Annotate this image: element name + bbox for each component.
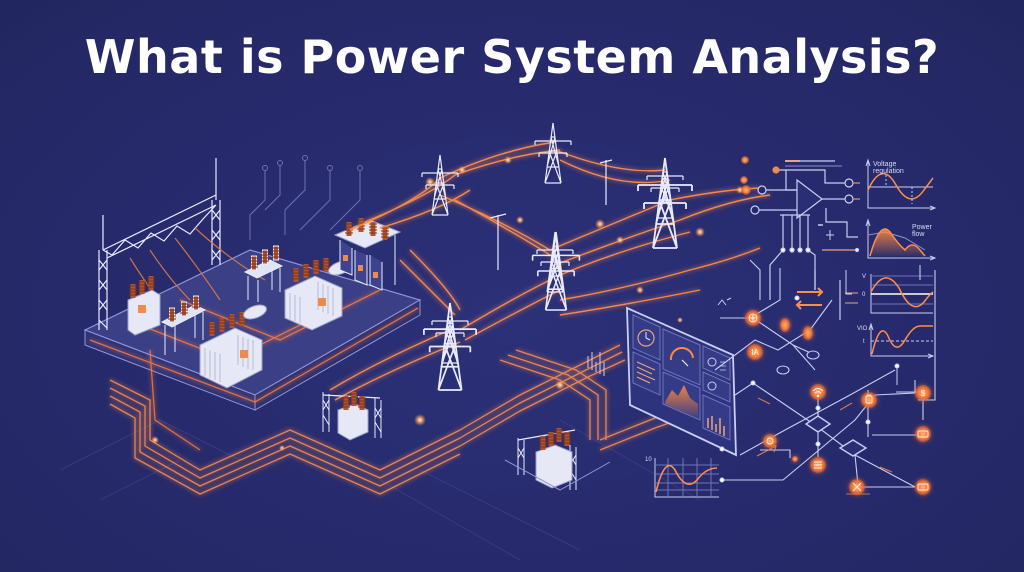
distribution-transformer-left [322, 391, 382, 441]
switchgear-left [127, 275, 161, 336]
chart-bottom-wave: 10 [645, 457, 719, 498]
cable-bundle [109, 344, 706, 495]
junction-node-1 [804, 415, 832, 433]
plug-icon [865, 394, 873, 404]
gantry-structure [98, 158, 221, 330]
circuit-input-nodes [740, 156, 751, 195]
chart-power-flow: Power flow [865, 218, 937, 261]
bulb-node-2 [803, 326, 813, 340]
wifi-icon [812, 388, 824, 398]
background-grid [59, 419, 701, 561]
wifi-node [810, 384, 826, 400]
ampere-node [747, 344, 763, 360]
monitoring-dashboard [626, 306, 737, 457]
globe-icon [748, 313, 758, 323]
arrow-right-icon [797, 287, 824, 297]
page-title: What is Power System Analysis? [84, 30, 940, 84]
energy-sparkles [151, 156, 744, 451]
battery-icon-2 [917, 483, 929, 491]
bolt-node [763, 434, 777, 448]
small-node [792, 456, 798, 462]
mini-bar-chart [587, 352, 605, 376]
junction-node-2 [838, 439, 868, 457]
vio-axis-label: VIO [857, 326, 868, 332]
wind-icon [852, 482, 862, 492]
distribution-transformer-right [504, 427, 611, 491]
chart-voltage-regulation: Voltage regulation [865, 158, 937, 211]
arrow-left-icon [795, 300, 822, 310]
breaker-stand-middle [243, 245, 284, 302]
voltage-label-1: Voltage [873, 161, 896, 168]
network-nodes: IA $ [745, 310, 931, 495]
bolt-icon [766, 437, 774, 445]
battery-icon [917, 430, 929, 438]
battery-node-2 [915, 479, 931, 495]
transmission-towers [421, 122, 693, 391]
chart-vio: VIO t [857, 322, 935, 385]
bottom-axis-label: 10 [645, 457, 652, 463]
zero-axis-label: 0 [862, 292, 866, 298]
dollar-node [915, 385, 931, 401]
transformer-front [199, 304, 267, 389]
ampere-icon: IA [751, 348, 759, 357]
t-ref-label: t [863, 339, 865, 345]
circuit-traces [249, 155, 363, 240]
power-label-2: flow [912, 231, 925, 238]
chart-voltage-wave: V 0 [845, 270, 934, 314]
tower-2 [534, 122, 572, 184]
circuit-breaker [160, 295, 207, 355]
v-axis-label: V [862, 274, 866, 280]
power-label-1: Power [912, 224, 933, 231]
database-icon [814, 461, 822, 469]
battery-node [915, 426, 931, 442]
meter-icons [717, 230, 834, 306]
control-circuit [750, 160, 860, 320]
voltage-label-2: regulation [873, 168, 904, 175]
plug-node [861, 392, 877, 408]
bulb-node-1 [780, 318, 790, 332]
dollar-icon: $ [921, 389, 926, 398]
